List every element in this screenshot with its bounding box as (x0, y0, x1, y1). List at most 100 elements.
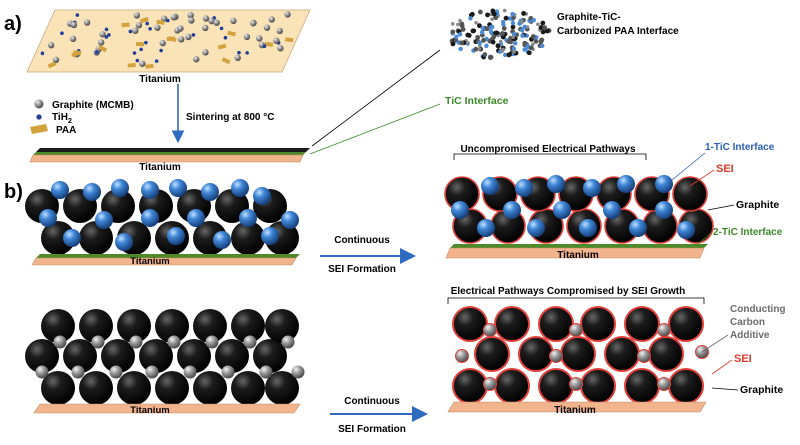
carbon-additive-particle (569, 377, 583, 391)
graphite-particle (188, 17, 195, 24)
legend-paa-icon (30, 124, 48, 134)
interface-tic-grain (473, 46, 479, 52)
carbon-additive-particle (657, 323, 671, 337)
tih2-particle (527, 219, 545, 237)
interface-tic-grain (503, 15, 509, 21)
graphite-particle (133, 12, 141, 19)
graphite-particle (193, 56, 200, 63)
panel-a-bottom-titanium-label: Titanium (139, 162, 181, 173)
carbon-additive-particle (243, 335, 257, 349)
graphite-particle (276, 27, 284, 35)
carbon-additive-particle (483, 377, 497, 391)
carbon-additive-particle (35, 365, 49, 379)
carbon-additive-particle (637, 349, 651, 363)
interface-carbon-grain (468, 16, 473, 21)
interface-tic-grain (538, 25, 544, 30)
carbon-additive-particle (167, 335, 181, 349)
graphite-particle (99, 31, 106, 38)
tih2-particle (245, 51, 249, 55)
tih2-particle (154, 59, 159, 63)
interface-pore (531, 42, 535, 46)
interface-tic-grain (481, 38, 486, 43)
graphite-particle (177, 339, 211, 373)
graphite-particle (41, 221, 75, 255)
carbon-additive-particle (569, 323, 583, 337)
graphite-particle (560, 336, 596, 372)
tih2-particle (451, 201, 469, 219)
interface-tic-grain (510, 24, 516, 30)
graphite-particle (63, 339, 97, 373)
tih2-particle (148, 26, 152, 31)
tih2-particle (145, 21, 150, 26)
paa-flake (47, 61, 57, 69)
graphite-particle (79, 221, 113, 255)
carbon-additive-particle (259, 365, 273, 379)
zoom-line-tic (309, 103, 441, 155)
graphite-particle (177, 25, 184, 32)
top-right-tic-layer (450, 244, 708, 248)
graphite-particle (231, 309, 265, 343)
tih2-particle (239, 209, 257, 227)
tih2-particle (132, 51, 137, 55)
graphite-particle (253, 339, 287, 373)
interface-carbon-grain (531, 17, 536, 23)
graphite-particle (668, 306, 704, 342)
graphite-particle (69, 35, 77, 43)
interface-tic-grain (491, 34, 497, 40)
tih2-particle (83, 183, 101, 201)
interface-carbon-grain (507, 16, 512, 21)
interface-pore (519, 19, 524, 24)
top-left-tic-layer (36, 254, 300, 258)
graphite-particle (277, 45, 284, 52)
graphite-particle (193, 371, 227, 405)
interface-carbon-grain (525, 43, 530, 49)
label-cca-leader (701, 334, 729, 353)
tih2-particle (115, 233, 133, 251)
graphite-particle (604, 336, 640, 372)
paa-flake (221, 57, 231, 65)
interface-carbon-grain (511, 46, 517, 52)
tih2-particle (213, 231, 231, 249)
tih2-particle (237, 50, 241, 55)
carbon-additive-particle (281, 335, 295, 349)
interface-pore (490, 17, 494, 21)
graphite-particle (256, 35, 263, 42)
tih2-particle (135, 58, 140, 63)
interface-tic-grain (506, 39, 512, 44)
tih2-particle (201, 183, 219, 201)
graphite-particle (155, 371, 189, 405)
interface-title-line1: Graphite-TiC- (557, 12, 621, 23)
tih2-particle (261, 227, 279, 245)
tih2-particle (553, 201, 571, 219)
interface-tic-grain (490, 8, 496, 14)
top-right-titanium-label: Titanium (557, 250, 599, 261)
graphite-particle (580, 306, 616, 342)
bottom-left-titanium-label: Titanium (130, 405, 169, 416)
paa-flake (72, 50, 82, 56)
graphite-particle (178, 36, 185, 43)
interface-tic-grain (544, 28, 550, 34)
tih2-particle (107, 33, 111, 37)
interface-carbon-grain (484, 43, 489, 48)
top-arrow-line1: Continuous (334, 235, 390, 246)
paa-flake (167, 36, 177, 42)
tih2-particle (187, 209, 205, 227)
graphite-particle (268, 16, 275, 23)
interface-pore (456, 22, 460, 27)
interface-carbon-grain (458, 46, 463, 52)
graphite-particle (672, 176, 708, 212)
graphite-particle (101, 339, 135, 373)
graphite-particle (494, 368, 530, 404)
carbon-additive-particle (205, 335, 219, 349)
tih2-particle (169, 179, 187, 197)
label-graphite-bottom-leader (711, 387, 739, 391)
top-left-electrode-particles (25, 179, 299, 255)
tic-interface-label: TiC Interface (445, 95, 509, 107)
interface-pore (536, 22, 540, 27)
tih2-particle (262, 44, 267, 49)
sintered-black-layer (36, 148, 310, 152)
interface-tic-grain (490, 39, 496, 45)
tih2-particle (51, 181, 69, 199)
bottom-arrow-line1: Continuous (344, 396, 400, 407)
